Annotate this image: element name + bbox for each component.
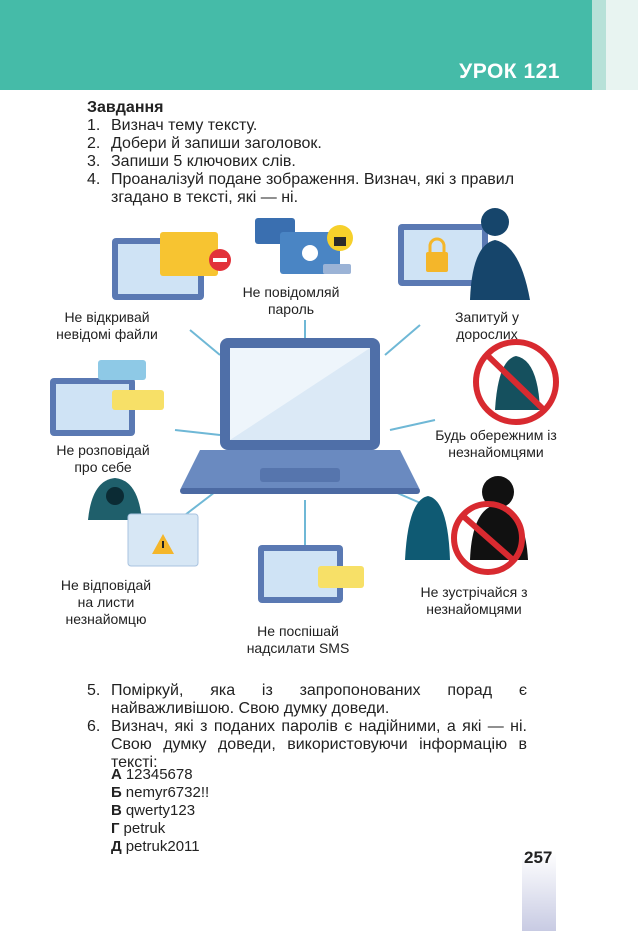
task-number: 4. — [87, 171, 101, 188]
folder-icon — [112, 232, 231, 300]
option-value: petruk — [123, 820, 166, 837]
meet-strangers-forbidden-icon — [405, 476, 528, 575]
label-careful-strangers: Будь обережним із незнайомцями — [435, 427, 557, 460]
task-item: 3. Запиши 5 ключових слів. — [87, 153, 527, 171]
task-text: Запиши 5 ключових слів. — [111, 153, 296, 170]
option-value: nemyr6732!! — [125, 784, 210, 801]
label-password: Не повідомляй пароль — [242, 284, 340, 317]
label-sms: Не поспішай надсилати SMS — [246, 623, 350, 656]
option-letter: Б — [111, 784, 122, 801]
task-list-2: 5. Поміркуй, яка із запропонованих порад … — [87, 682, 527, 772]
laptop-icon — [180, 338, 420, 494]
label-reply-letters: Не відповідай на листи незнайомцю — [60, 577, 152, 627]
stranger-forbidden-icon — [473, 339, 559, 425]
task-number: 5. — [87, 682, 101, 699]
label-ask-adults: Запитуй у дорослих — [455, 309, 519, 342]
connector-lines — [174, 320, 436, 545]
task-item: 4. Проаналізуй подане зображення. Визнач,… — [87, 171, 527, 207]
warning-letter-icon — [88, 478, 199, 567]
sms-icon — [258, 545, 364, 603]
page-number: 257 — [524, 848, 553, 867]
task-item: 5. Поміркуй, яка із запропонованих порад … — [87, 682, 527, 718]
option-letter: Г — [111, 820, 120, 837]
task-list: 1. Визнач тему тексту. 2. Добери й запиши … — [87, 117, 527, 207]
ask-adults-icon — [398, 208, 530, 300]
page-header — [0, 0, 638, 90]
task-item: 2. Добери й запиши заголовок. — [87, 135, 527, 153]
task-number: 3. — [87, 153, 101, 170]
option-letter: Д — [111, 838, 122, 855]
label-about-self: Не розповідай про себе — [56, 442, 150, 475]
task-title: Завдання — [87, 99, 164, 116]
task-number: 6. — [87, 718, 101, 735]
task-text: Проаналізуй подане зображення. Визнач, я… — [111, 171, 515, 206]
task-number: 2. — [87, 135, 101, 152]
task-item: 1. Визнач тему тексту. — [87, 117, 527, 135]
task-text: Визнач тему тексту. — [111, 117, 258, 134]
option-value: qwerty123 — [125, 802, 196, 819]
task-text: Поміркуй, яка із запропонованих порад є … — [111, 682, 527, 717]
task-number: 1. — [87, 117, 101, 134]
safety-infographic — [50, 208, 559, 603]
page-side-strip — [522, 852, 556, 931]
task-text: Визнач, які з поданих паролів є надійним… — [111, 718, 527, 771]
chat-bubbles-icon — [50, 360, 164, 436]
option-letter: А — [111, 766, 122, 783]
option-letter: В — [111, 802, 122, 819]
option-value: 12345678 — [125, 766, 193, 783]
header-side-band — [592, 0, 606, 90]
lesson-title: УРОК 121 — [459, 60, 560, 83]
option-value: petruk2011 — [125, 838, 200, 855]
task-item: 6. Визнач, які з поданих паролів є надійн… — [87, 718, 527, 772]
header-side-band-light — [606, 0, 638, 90]
password-lock-icon — [255, 218, 353, 274]
label-unknown-files: Не відкривай невідомі файли — [56, 309, 158, 342]
label-meet-strangers: Не зустрічайся з незнайомцями — [420, 584, 528, 617]
task-text: Добери й запиши заголовок. — [111, 135, 322, 152]
